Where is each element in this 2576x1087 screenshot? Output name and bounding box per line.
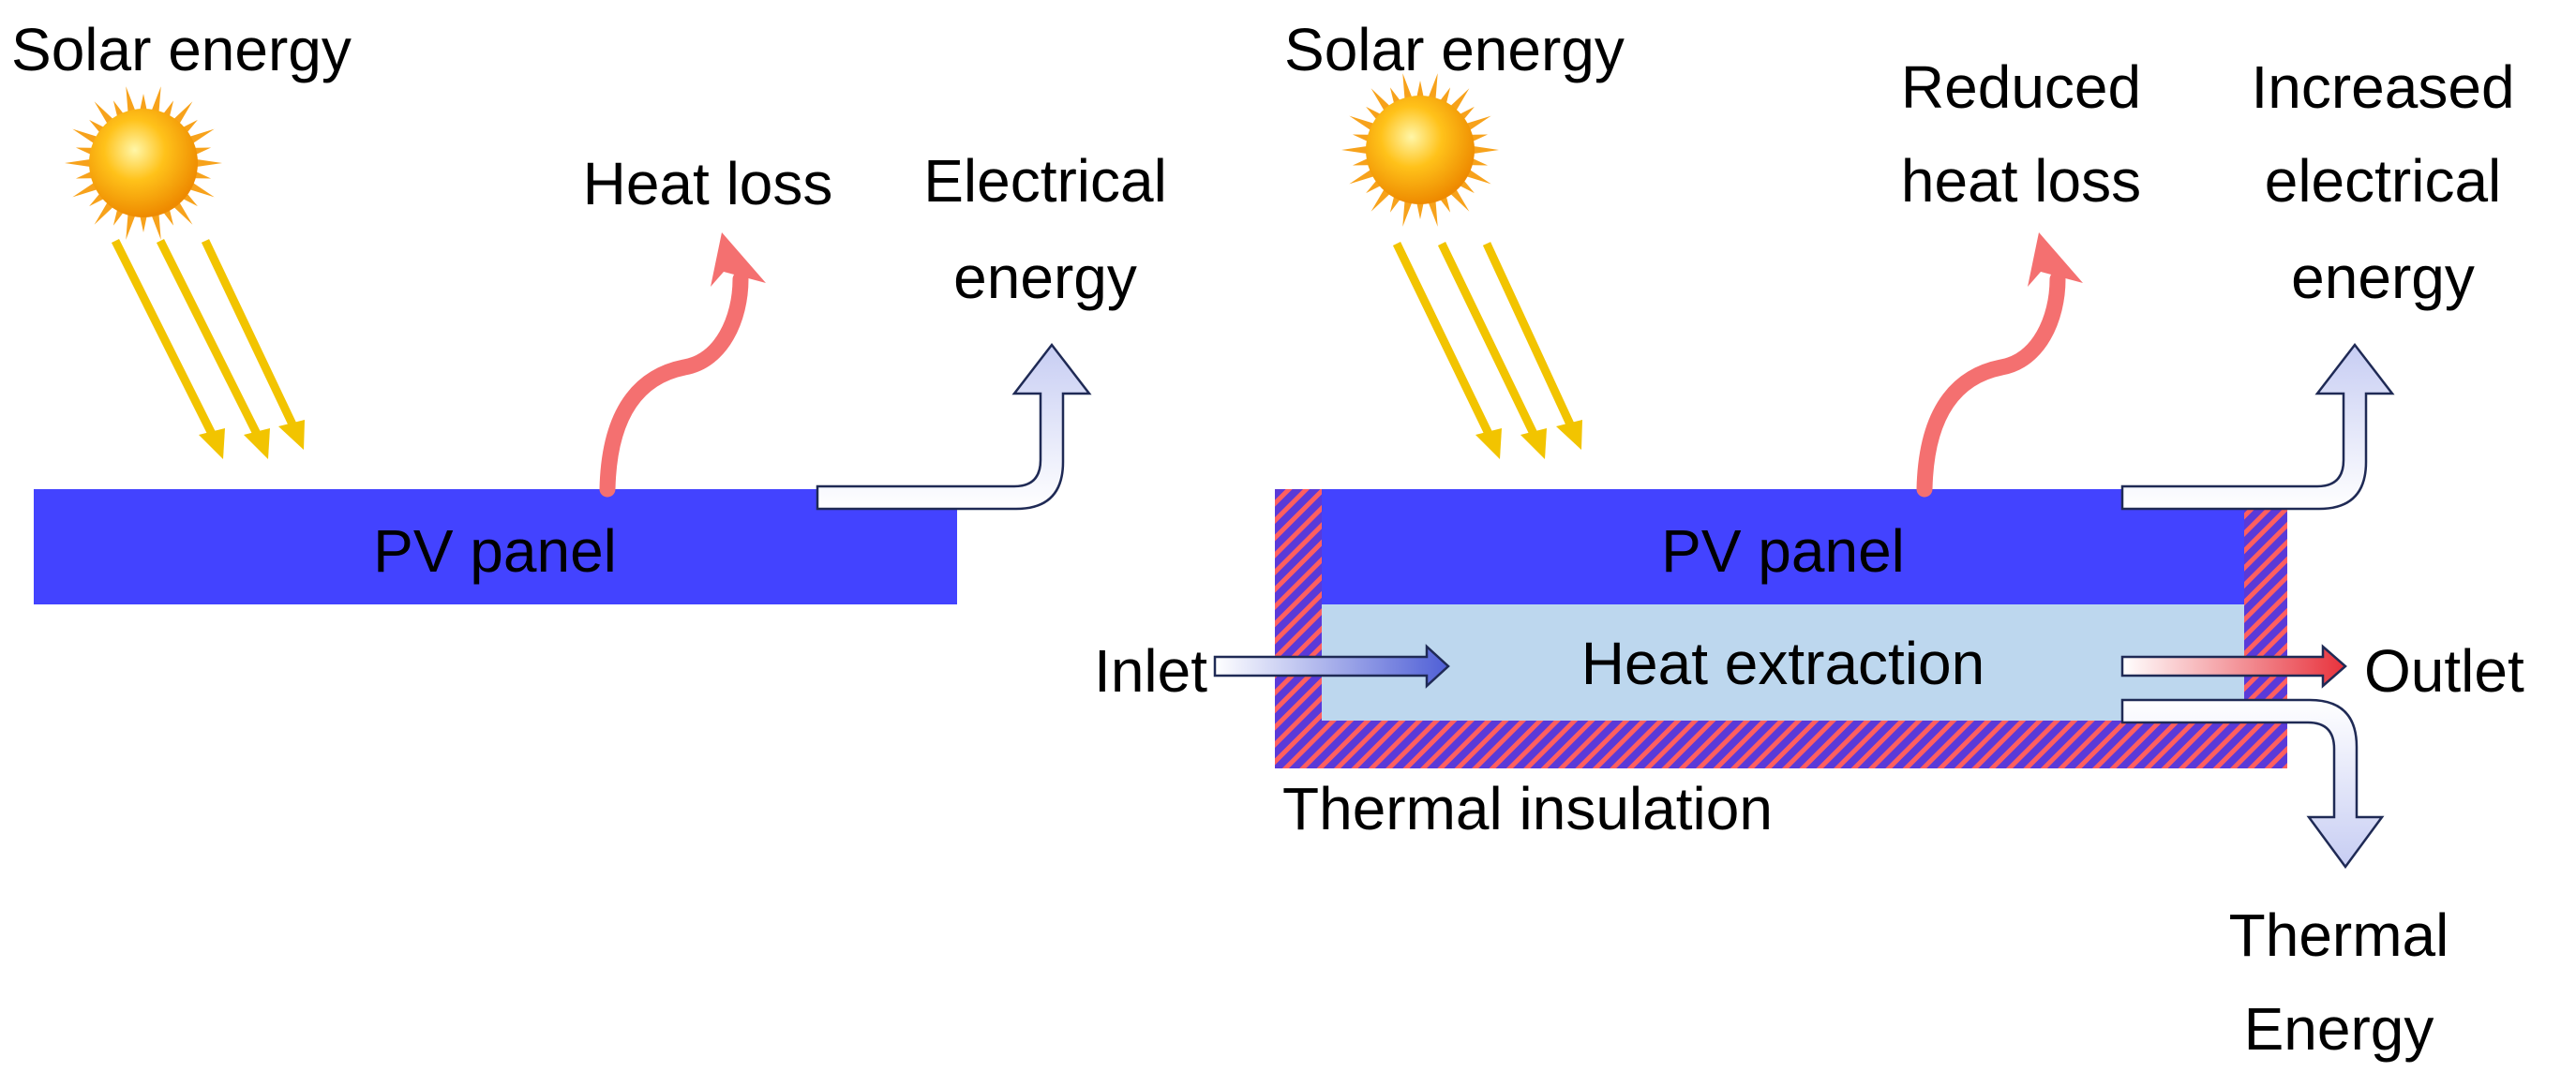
pv-panel (34, 489, 957, 604)
right-system: Solar energy PV panel Heat extraction Th… (1094, 16, 2524, 1063)
sun-ray (1468, 145, 1499, 155)
electrical-energy-label-line2: energy (953, 244, 1137, 311)
sun-ray (126, 86, 137, 117)
solar-rays (111, 238, 305, 459)
sun-ray (150, 209, 161, 240)
heat-loss-label: Heat loss (583, 150, 833, 217)
heat-loss-arrow (1916, 232, 2083, 498)
heat-extraction-layer (1322, 604, 2244, 721)
solar-rays (1392, 242, 1582, 459)
heat-loss-arrow (599, 232, 766, 498)
sun-ray (1402, 73, 1414, 104)
inlet-arrow (1213, 644, 1450, 689)
solar-energy-label: Solar energy (11, 16, 352, 83)
sun-ray (1402, 196, 1414, 227)
pv-panel (1322, 489, 2244, 604)
increased-electrical-label-line2: electrical (2265, 147, 2502, 215)
electrical-energy-label-line1: Electrical (923, 147, 1167, 215)
reduced-heat-loss-label-line1: Reduced (1901, 53, 2141, 121)
thermal-energy-label-line1: Thermal (2229, 901, 2449, 969)
left-system: Solar energy PV panel Heat loss Electric… (11, 16, 1167, 604)
sun-ray (1341, 145, 1372, 155)
sun-ray (150, 86, 161, 117)
sun-ray (1427, 196, 1438, 227)
electrical-energy-arrow (2120, 342, 2395, 511)
thermal-energy-label-line2: Energy (2244, 995, 2434, 1063)
heat-extraction-label: Heat extraction (1581, 630, 1984, 697)
sun-ray (65, 158, 96, 168)
pv-panel-label: PV panel (1661, 517, 1905, 585)
thermal-insulation-label: Thermal insulation (1282, 775, 1773, 842)
solar-energy-label: Solar energy (1284, 16, 1625, 83)
inlet-label: Inlet (1094, 637, 1207, 705)
increased-electrical-label-line3: energy (2291, 244, 2475, 311)
outlet-label: Outlet (2364, 637, 2524, 705)
pv-panel-label: PV panel (373, 517, 617, 585)
sun-icon (1341, 73, 1499, 227)
reduced-heat-loss-label-line2: heat loss (1901, 147, 2141, 215)
sun-ray (191, 158, 222, 168)
sun-ray (1427, 73, 1438, 104)
sun-icon (65, 86, 222, 240)
electrical-energy-arrow (816, 342, 1092, 511)
outlet-arrow (2120, 644, 2347, 689)
increased-electrical-label-line1: Increased (2251, 53, 2514, 121)
thermal-energy-arrow (2120, 698, 2385, 870)
sun-ray (126, 209, 137, 240)
